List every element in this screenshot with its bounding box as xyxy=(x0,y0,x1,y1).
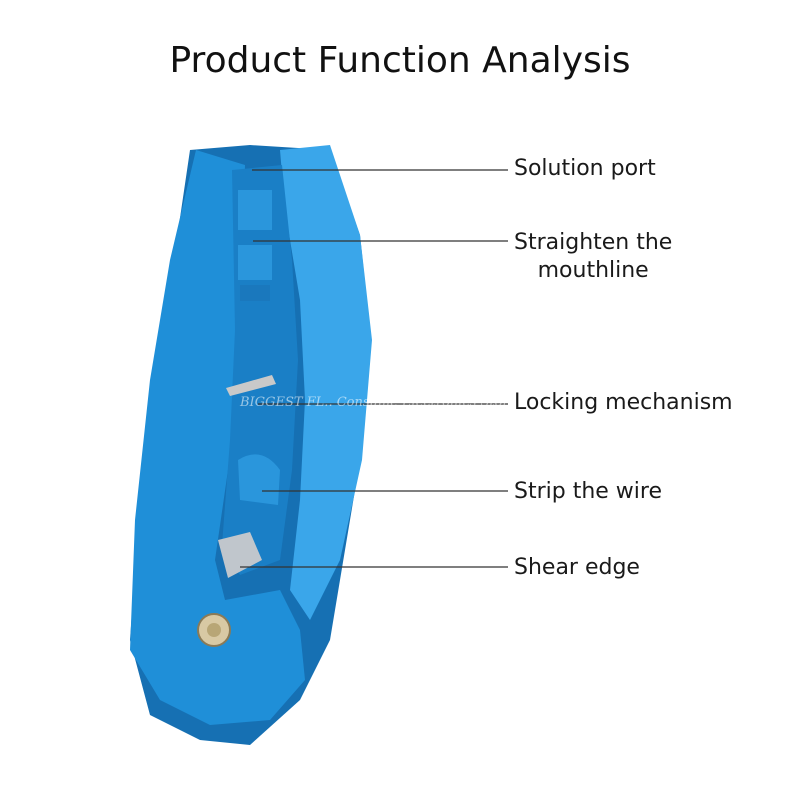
callout-solution-port: Solution port xyxy=(514,155,656,183)
callout-strip-wire: Strip the wire xyxy=(514,478,662,506)
callout-shear-edge: Shear edge xyxy=(514,554,640,582)
callout-strip-text: Strip the wire xyxy=(514,479,663,504)
jaw-notch xyxy=(240,285,270,301)
callout-shear-text: Shear edge xyxy=(514,555,640,580)
jaw-block-upper xyxy=(238,190,272,230)
callout-solution-port-text: Solution port xyxy=(514,156,656,181)
tool-handle xyxy=(280,145,372,620)
tool-front-shell xyxy=(130,150,305,725)
callout-locking-mechanism: Locking mechanism xyxy=(514,389,733,417)
page-title: Product Function Analysis xyxy=(169,40,631,81)
strip-notch xyxy=(238,454,280,505)
callout-straighten-line2: mouthline xyxy=(537,258,649,283)
callout-straighten-line1: Straighten the xyxy=(514,230,673,255)
callout-straighten-mouthline: Straighten the mouthline xyxy=(514,229,672,285)
pivot-rivet-center xyxy=(207,623,221,637)
shear-blade xyxy=(218,532,262,578)
jaw-block-middle xyxy=(238,245,272,280)
callout-locking-text: Locking mechanism xyxy=(514,390,733,415)
locking-spring xyxy=(226,375,276,396)
watermark-text: BIGGEST FL.. Consume Electronics Store xyxy=(240,395,517,410)
